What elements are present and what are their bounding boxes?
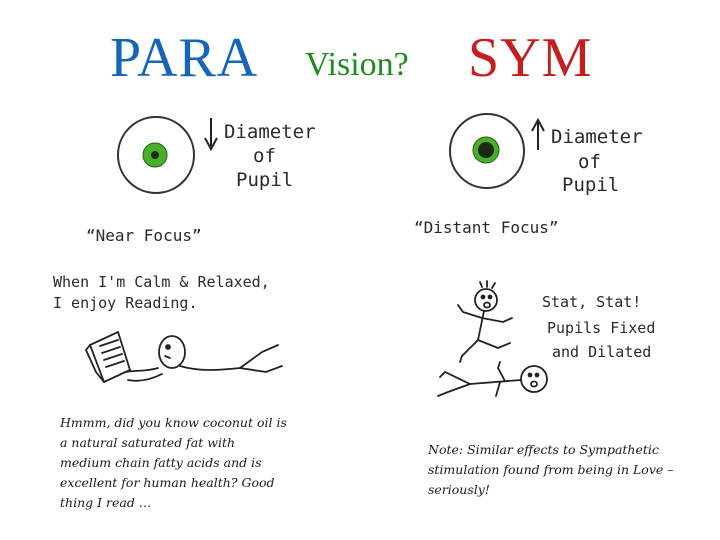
- startled-figure-icon: [458, 281, 512, 362]
- reading-figure-icon: [86, 332, 282, 382]
- increase-arrow-icon: [532, 120, 544, 150]
- right-diameter-line-3: Pupil: [562, 174, 619, 196]
- fallen-figure-icon: [438, 362, 547, 396]
- left-note: Hmmm, did you know coconut oil is a natu…: [60, 413, 290, 513]
- right-focus-label: “Distant Focus”: [414, 218, 559, 237]
- left-diameter-line-2: of: [253, 145, 276, 167]
- left-diameter-line-1: Diameter: [224, 121, 316, 143]
- left-eye-icon: [118, 117, 194, 193]
- right-diameter-line-1: Diameter: [551, 126, 643, 148]
- left-caption-line-2: I enjoy Reading.: [53, 294, 198, 312]
- right-caption-line-3: and Dilated: [552, 343, 651, 361]
- left-diameter-line-3: Pupil: [236, 169, 293, 191]
- right-eye-icon: [450, 114, 524, 188]
- right-note: Note: Similar effects to Sympathetic sti…: [428, 440, 678, 500]
- right-caption-line-1: Stat, Stat!: [542, 293, 641, 311]
- left-focus-label: “Near Focus”: [86, 226, 202, 245]
- right-diameter-line-2: of: [578, 151, 601, 173]
- right-caption-line-2: Pupils Fixed: [547, 319, 655, 337]
- decrease-arrow-icon: [205, 118, 217, 149]
- left-caption-line-1: When I'm Calm & Relaxed,: [53, 273, 270, 291]
